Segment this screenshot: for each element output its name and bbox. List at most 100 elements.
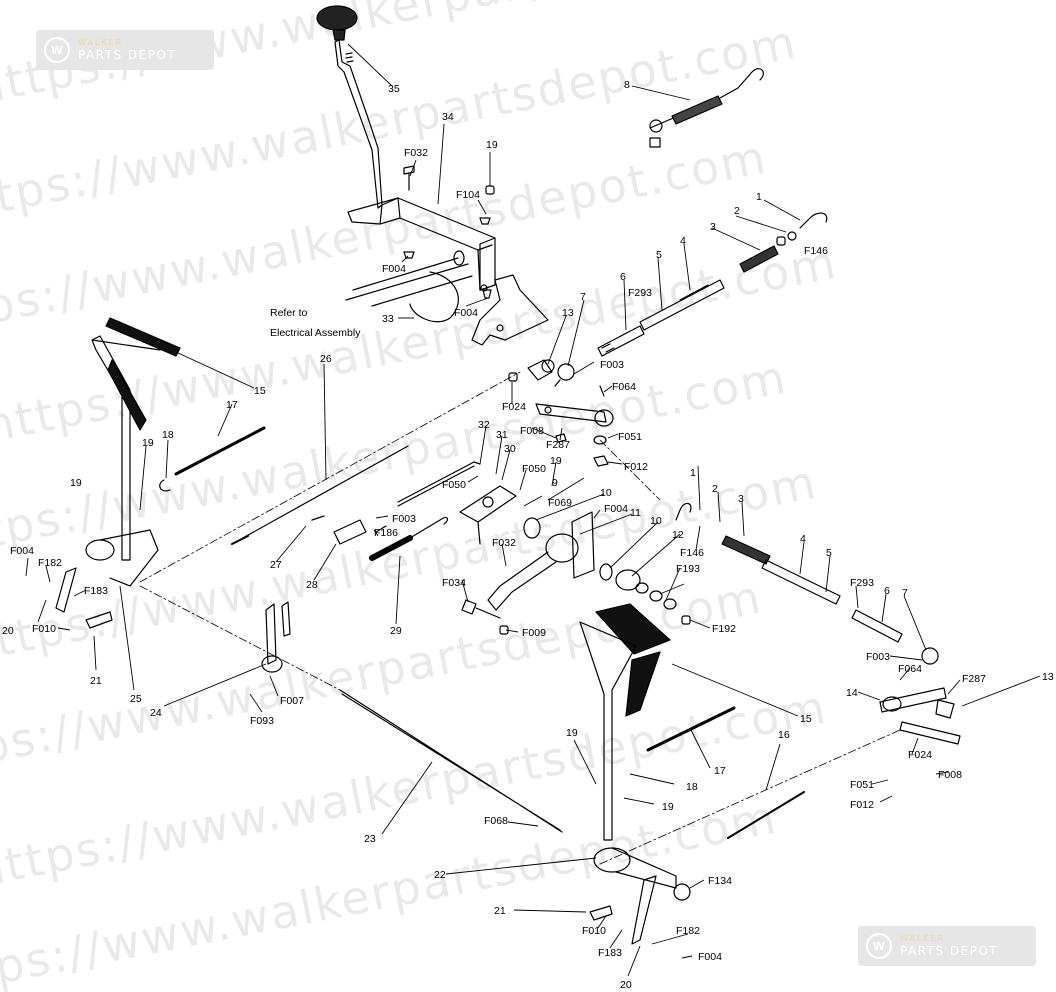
callout-label: F004 (10, 545, 34, 557)
pedal-hub-right (593, 847, 691, 945)
callout-label: 1 (690, 467, 696, 479)
callout-label: F050 (442, 479, 466, 491)
bolt-f104 (479, 217, 491, 225)
centerlines (139, 371, 901, 865)
leader-lines (25, 43, 1041, 977)
callout-label: F004 (604, 503, 628, 515)
callout-label: F104 (456, 189, 480, 201)
callout-label: F009 (522, 627, 546, 639)
electrical-assembly-note: Refer to Electrical Assembly (270, 307, 361, 339)
callout-label: F004 (382, 263, 406, 275)
callout-label: 15 (254, 385, 266, 397)
callout-label: 7 (580, 291, 586, 303)
callout-label: 13 (1042, 671, 1054, 683)
logo-name: PARTS DEPOT (78, 48, 177, 62)
arm-24 (261, 601, 291, 673)
bushing-12 (615, 569, 641, 591)
callout-label: F193 (676, 563, 700, 575)
logo-name: PARTS DEPOT (900, 944, 999, 958)
callout-label: F050 (522, 463, 546, 475)
callout-label: F134 (708, 875, 732, 887)
callout-label: F183 (84, 585, 108, 597)
callout-label: F010 (32, 623, 56, 635)
callout-label: 22 (434, 869, 446, 881)
callout-label: F007 (280, 695, 304, 707)
callout-label: 6 (884, 585, 890, 597)
callout-labels: 35 34 F032 19 F104 8 1 2 F146 3 F004 F00… (2, 79, 1054, 991)
spring-29 (369, 516, 449, 561)
callout-label: 19 (550, 455, 562, 467)
callout-label: 13 (562, 307, 574, 319)
callout-label: 5 (656, 249, 662, 261)
callout-label: F293 (850, 577, 874, 589)
callout-label: 9 (552, 477, 558, 489)
callout-label: F034 (442, 577, 466, 589)
callout-label: 5 (826, 547, 832, 559)
washer-f051 (593, 435, 607, 445)
callout-label: F186 (374, 527, 398, 539)
rod-23 (339, 689, 563, 833)
bolt-f004-top (403, 251, 492, 299)
callout-label: 25 (130, 693, 142, 705)
rod-26 (231, 445, 409, 545)
spring-17-left (174, 426, 266, 476)
callout-label: F183 (598, 947, 622, 959)
callout-label: F051 (618, 431, 642, 443)
callout-label: 2 (712, 483, 718, 495)
pin-f064 (599, 385, 605, 397)
callout-label: F068 (484, 815, 508, 827)
callout-label: 19 (486, 139, 498, 151)
callout-label: F051 (850, 779, 874, 791)
callout-label: 21 (494, 905, 506, 917)
callout-label: F064 (612, 381, 636, 393)
callout-label: 31 (496, 429, 508, 441)
callout-label: 3 (738, 493, 744, 505)
spring-16 (727, 791, 805, 839)
callout-label: F182 (38, 557, 62, 569)
logo-brand: WALKER (78, 38, 124, 47)
callout-label: F293 (628, 287, 652, 299)
pivot-bracket-11 (487, 511, 595, 611)
callout-label: 23 (364, 833, 376, 845)
nut-f192 (681, 615, 691, 625)
cable-32 (397, 461, 481, 507)
callout-label: 10 (650, 515, 662, 527)
callout-label: 14 (846, 687, 858, 699)
clip-18-left (159, 479, 171, 492)
callout-label: F012 (850, 799, 874, 811)
nut-f024 (508, 372, 518, 382)
callout-label: F003 (866, 651, 890, 663)
callout-label: 28 (306, 579, 318, 591)
wire-33 (345, 257, 473, 323)
bolt-f034 (461, 599, 501, 619)
parts-drawing (55, 5, 961, 945)
callout-label: F003 (392, 513, 416, 525)
callout-label: F146 (804, 245, 828, 257)
callout-label: F064 (898, 663, 922, 675)
callout-label: 3 (710, 221, 716, 233)
callout-label: 20 (620, 979, 632, 991)
pin-27 (311, 515, 325, 521)
walker-logo-icon: W (866, 933, 892, 959)
callout-label: 30 (504, 443, 516, 455)
callout-label: 15 (800, 713, 812, 725)
callout-label: 4 (800, 533, 806, 545)
callout-label: F287 (962, 673, 986, 685)
callout-label: 18 (162, 429, 174, 441)
ball-joint-7 (554, 363, 575, 387)
callout-label: 32 (478, 419, 490, 431)
nut-19-top (485, 185, 495, 195)
pedal-hub-left (55, 529, 159, 613)
bolt-21-right (589, 905, 613, 921)
callout-label: 2 (734, 205, 740, 217)
link-plate (535, 403, 614, 427)
callout-label: 34 (442, 111, 454, 123)
callout-label: F032 (492, 537, 516, 549)
note-line: Electrical Assembly (270, 327, 361, 339)
callout-label: F182 (676, 925, 700, 937)
callout-label: 18 (686, 781, 698, 793)
bracket-31 (459, 485, 517, 545)
callout-label: 24 (150, 707, 162, 719)
callout-label: 29 (390, 625, 402, 637)
